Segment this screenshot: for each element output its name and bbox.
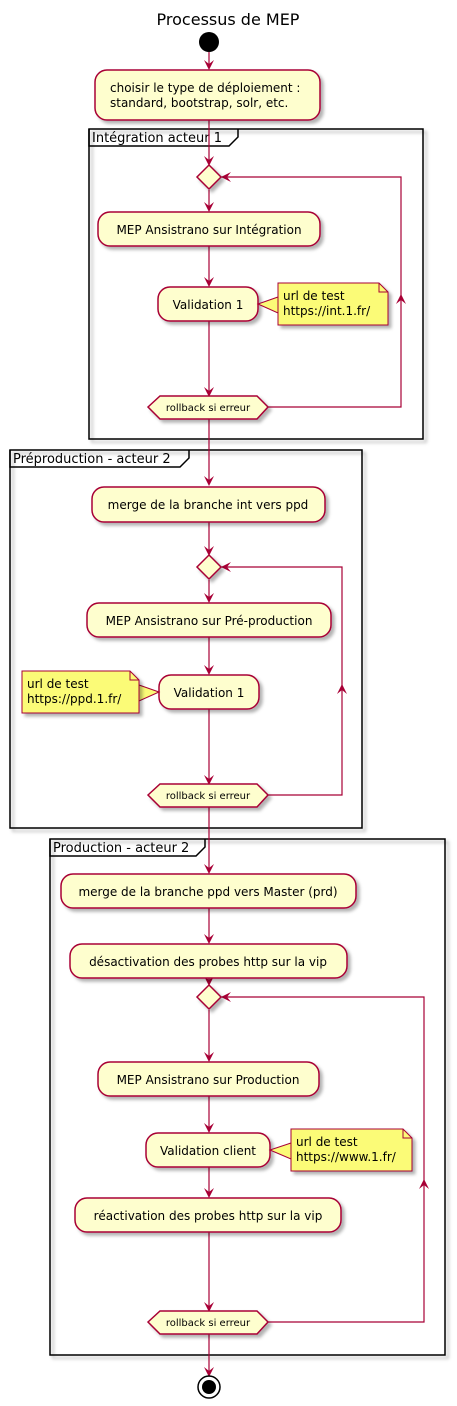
activity-label: Validation 1 — [173, 298, 244, 312]
activity-merge-ppd-master: merge de la branche ppd vers Master (prd… — [60, 873, 357, 909]
condition-rollback: rollback si erreur — [146, 395, 270, 420]
activity-label: MEP Ansistrano sur Production — [117, 1073, 300, 1087]
note-label: https://int.1.fr/ — [283, 304, 371, 318]
activity-label: MEP Ansistrano sur Intégration — [116, 223, 301, 237]
activity-label: réactivation des probes http sur la vip — [94, 1209, 323, 1223]
activity-label: choisir le type de déploiement : — [110, 81, 300, 95]
group-frame — [88, 128, 424, 440]
group-title: Intégration acteur 1 — [92, 131, 222, 146]
start-node — [199, 32, 219, 52]
loop-diamond — [195, 163, 223, 191]
activity-validation-int: Validation 1 — [157, 286, 259, 322]
activity-validation-ppd: Validation 1 — [158, 674, 260, 710]
end-node — [197, 1375, 221, 1399]
activity-mep-integration: MEP Ansistrano sur Intégration — [97, 211, 321, 247]
group-frame — [49, 838, 446, 1356]
activity-label: Validation 1 — [174, 686, 245, 700]
flow-arrows — [208, 52, 425, 1375]
group-title: Production - acteur 2 — [53, 841, 189, 856]
note-label: https://www.1.fr/ — [296, 1150, 397, 1164]
condition-label: rollback si erreur — [166, 1318, 251, 1329]
activity-label: merge de la branche ppd vers Master (prd… — [78, 885, 337, 899]
note-label: https://ppd.1.fr/ — [27, 692, 122, 706]
loop-diamond — [195, 983, 223, 1011]
group-frame — [9, 449, 363, 829]
activity-choose-type: choisir le type de déploiement : standar… — [94, 69, 321, 121]
activity-label: standard, bootstrap, solr, etc. — [110, 96, 288, 110]
activity-label: MEP Ansistrano sur Pré-production — [106, 614, 313, 628]
activity-label: désactivation des probes http sur la vip — [89, 955, 327, 969]
condition-label: rollback si erreur — [166, 403, 251, 414]
activity-disable-probes: désactivation des probes http sur la vip — [69, 943, 348, 979]
group-preproduction: Préproduction - acteur 2 — [9, 449, 363, 829]
condition-rollback: rollback si erreur — [146, 1310, 270, 1335]
note-label: url de test — [296, 1135, 358, 1149]
group-tab — [88, 129, 239, 147]
group-tab — [9, 450, 190, 468]
note-label: url de test — [27, 677, 89, 691]
note-label: url de test — [283, 289, 345, 303]
flow-arrowheads — [204, 60, 429, 1377]
group-title: Préproduction - acteur 2 — [13, 452, 171, 467]
activity-merge-int-ppd: merge de la branche int vers ppd — [91, 486, 326, 523]
group-production: Production - acteur 2 — [49, 838, 446, 1356]
activity-mep-production: MEP Ansistrano sur Production — [97, 1061, 320, 1097]
activity-validation-client: Validation client — [145, 1132, 271, 1168]
group-tab — [49, 839, 206, 857]
note-ppd-url: url de test https://ppd.1.fr/ — [21, 670, 161, 714]
condition-label: rollback si erreur — [166, 791, 251, 802]
group-integration: Intégration acteur 1 — [88, 128, 424, 440]
loop-diamond — [195, 553, 223, 581]
condition-rollback: rollback si erreur — [146, 783, 270, 808]
activity-label: Validation client — [160, 1144, 256, 1158]
note-prd-url: url de test https://www.1.fr/ — [268, 1128, 413, 1172]
activity-label: merge de la branche int vers ppd — [108, 498, 309, 512]
activity-mep-preproduction: MEP Ansistrano sur Pré-production — [86, 602, 332, 638]
activity-enable-probes: réactivation des probes http sur la vip — [74, 1197, 342, 1233]
diagram-title: Processus de MEP — [157, 10, 300, 29]
note-int-url: url de test https://int.1.fr/ — [256, 282, 389, 326]
